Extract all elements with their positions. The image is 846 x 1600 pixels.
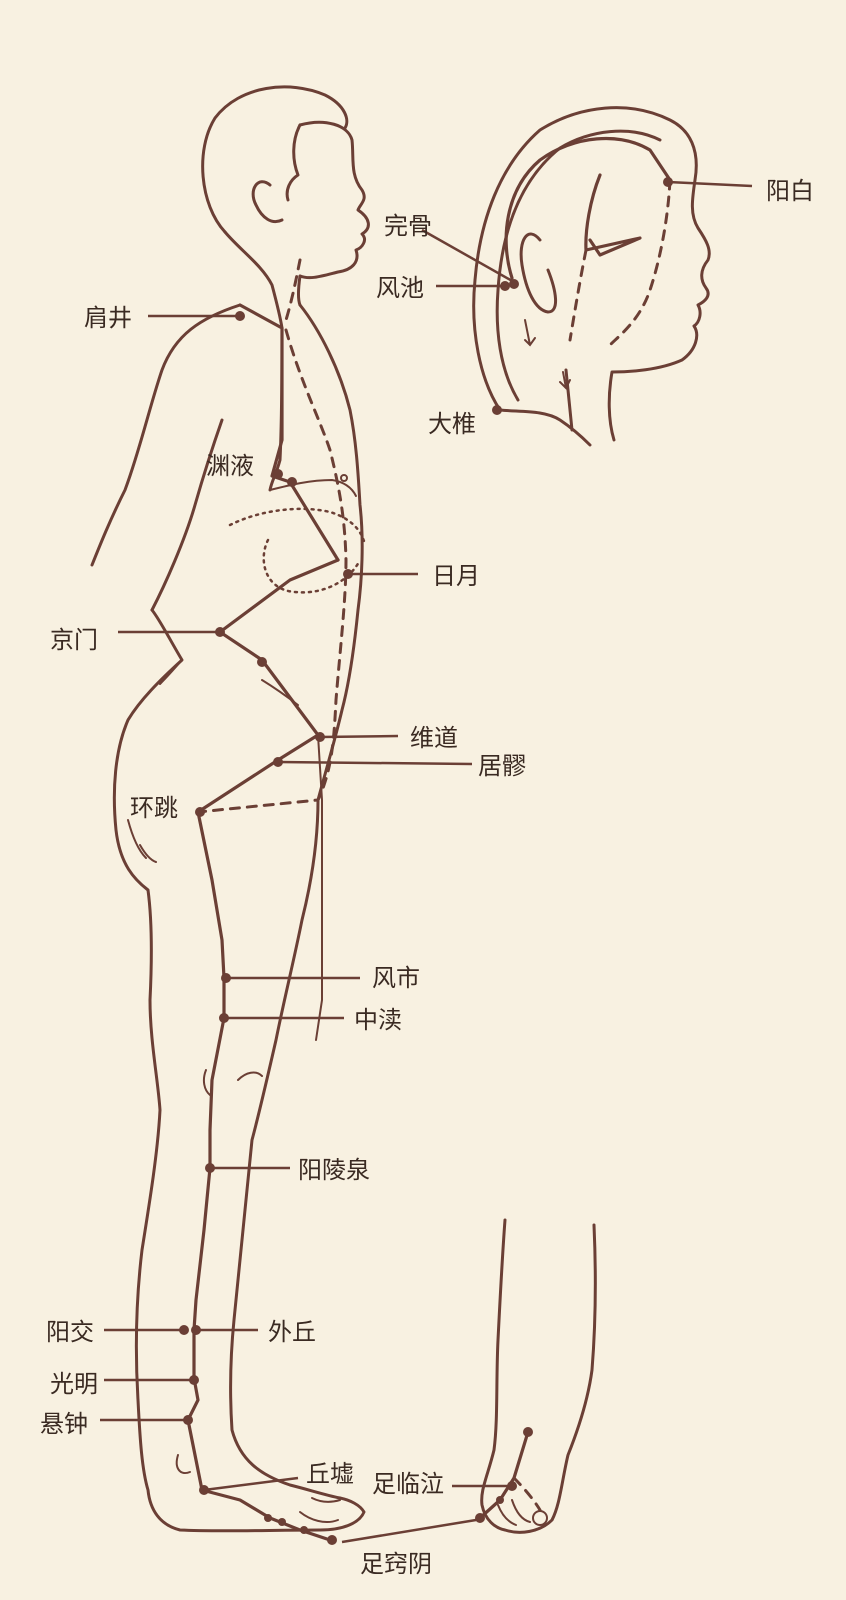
chest-detail: [269, 478, 357, 497]
point-foot-4: [327, 1535, 337, 1545]
label-yangbai: 阳白: [766, 177, 814, 205]
head-meridian-side: [584, 173, 642, 257]
leader-juliao: [277, 760, 473, 766]
label-xuanzhong: 悬钟: [40, 1410, 88, 1438]
point-yangbai: [663, 177, 673, 187]
point-fengchi: [500, 281, 510, 291]
label-fengshi: 风市: [372, 964, 420, 992]
chest-dashed-path: [196, 328, 348, 814]
nipple: [340, 474, 348, 482]
hairline: [285, 123, 302, 202]
point-fengshi: [221, 973, 231, 983]
buttock-detail: [127, 819, 157, 863]
point-jingmen: [215, 627, 225, 637]
point-dazhui: [492, 405, 502, 415]
front-leg-outline: [229, 798, 342, 1500]
point-yuanye-2: [287, 477, 297, 487]
leader-lines: [100, 180, 753, 1544]
knee-detail: [202, 1069, 263, 1096]
label-jianjing: 肩井: [84, 304, 132, 332]
label-fengchi: 风池: [376, 274, 424, 302]
point-yuanye-1: [273, 469, 283, 479]
point-juliao: [273, 757, 283, 767]
head-hair-outline: [495, 129, 662, 402]
toe-circle: [532, 1510, 548, 1526]
point-foot-1: [264, 1514, 272, 1522]
label-huantiao: 环跳: [130, 794, 178, 822]
foot-outline: [480, 1218, 597, 1534]
leader-zuqiaoyin: [341, 1518, 477, 1544]
point-foot-3: [300, 1526, 308, 1534]
head-arrow-2: [559, 371, 571, 390]
point-riyue: [343, 569, 353, 579]
point-wangu: [509, 279, 519, 289]
point-jianjing: [235, 311, 245, 321]
point-yanglingquan: [205, 1163, 215, 1173]
point-foot-detail-top: [523, 1427, 533, 1437]
leader-wangu: [421, 228, 515, 284]
label-zuqiaoyin: 足窍阴: [360, 1550, 432, 1578]
head-arrow-1: [524, 319, 536, 347]
point-qiuxu: [199, 1485, 209, 1495]
point-foot-2: [278, 1518, 286, 1526]
label-riyue: 日月: [432, 562, 480, 590]
label-qiuxu: 丘墟: [306, 1460, 354, 1488]
point-weidao: [315, 732, 325, 742]
leader-weidao: [319, 734, 399, 739]
point-huantiao: [195, 807, 205, 817]
ear-outline: [251, 180, 284, 224]
leader-yangbai: [667, 180, 753, 188]
head-profile-outline: [472, 106, 711, 442]
point-foot-detail-mid: [496, 1496, 504, 1504]
neck-dashed-path: [284, 258, 302, 322]
head-dashed-path: [568, 178, 672, 347]
label-juliao: 居髎: [478, 752, 526, 780]
point-zuqiaoyin: [475, 1513, 485, 1523]
back-arm-outline: [90, 303, 242, 612]
foot-detail: [478, 1218, 597, 1534]
point-wushu: [257, 657, 267, 667]
label-guangming: 光明: [50, 1370, 98, 1398]
point-guangming: [189, 1375, 199, 1385]
leg-path: [186, 810, 332, 1542]
label-yangjiao: 阳交: [46, 1318, 94, 1346]
head-ear: [519, 232, 557, 314]
acupoint-labels: 阳白 完骨 风池 大椎 肩井 渊液 日月 京门 维道 居髎 环跳 风市 中渎 阳…: [40, 177, 814, 1578]
side-path: [218, 558, 340, 737]
acupoint-dots: [179, 177, 673, 1545]
head-outline: [201, 85, 370, 280]
point-zulinqi: [507, 1481, 517, 1491]
leg-path-offset: [315, 734, 323, 1041]
point-yangjiao: [179, 1325, 189, 1335]
head-meridian-arc: [504, 136, 672, 280]
label-zulinqi: 足临泣: [372, 1470, 444, 1498]
leader-qiuxu: [203, 1476, 299, 1492]
foot-dashed: [512, 1476, 542, 1512]
label-weidao: 维道: [410, 724, 458, 752]
ankle-detail: [175, 1454, 191, 1474]
label-yuanye: 渊液: [206, 452, 254, 480]
back-outline: [112, 608, 366, 1533]
rib-dotted-arc-1: [228, 507, 367, 547]
point-xuanzhong: [183, 1415, 193, 1425]
label-wangu: 完骨: [384, 212, 432, 240]
head-neck: [498, 368, 592, 447]
toe-lines: [497, 1499, 531, 1526]
label-waiqiu: 外丘: [268, 1318, 316, 1346]
label-zhongdu: 中渎: [354, 1006, 402, 1034]
toe-detail: [299, 1497, 341, 1523]
label-dazhui: 大椎: [428, 410, 476, 438]
chest-outline: [298, 303, 364, 802]
point-waiqiu: [191, 1325, 201, 1335]
point-zhongdu: [219, 1013, 229, 1023]
label-yanglingquan: 阳陵泉: [298, 1156, 370, 1184]
foot-meridian: [478, 1430, 530, 1520]
label-jingmen: 京门: [50, 626, 98, 654]
head-profile: [472, 106, 711, 447]
